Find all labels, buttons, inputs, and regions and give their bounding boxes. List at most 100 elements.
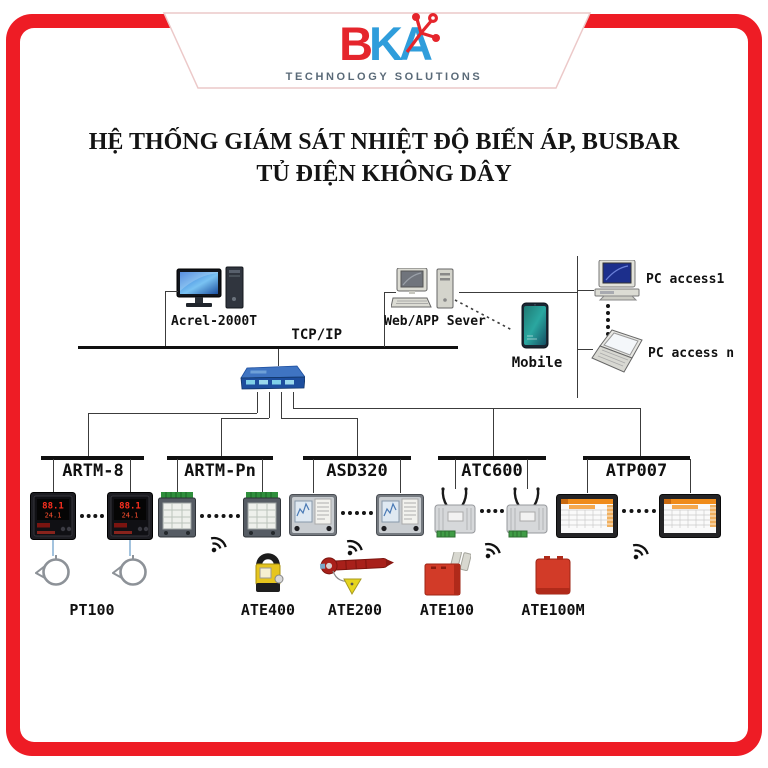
sensor-label-ate400: ATE400: [240, 601, 296, 619]
wifi-icon: [632, 543, 649, 560]
sensor-label-ate100m: ATE100M: [521, 601, 585, 619]
sensor-wire: [52, 540, 54, 556]
frame-inner-panel: [20, 28, 748, 742]
device-drop-line: [262, 459, 263, 493]
connector-line: [221, 418, 269, 419]
artmpn-meter-icon: [158, 492, 196, 538]
pt100-probe-icon: [112, 555, 147, 586]
wireless-link-dotted-line: [454, 299, 513, 331]
protocol-label: TCP/IP: [291, 327, 342, 343]
pt100-probe-icon: [35, 555, 70, 586]
artmpn-meter-icon: [243, 492, 281, 538]
connector-line: [221, 418, 222, 456]
connector-line: [281, 418, 357, 419]
ellipsis-dots: [80, 514, 104, 518]
svg-text:88.1: 88.1: [42, 502, 64, 512]
connector-line: [577, 349, 593, 350]
pc-access-n-label: PC access n: [648, 346, 735, 361]
connector-line: [269, 392, 270, 418]
connector-line: [278, 349, 279, 366]
branch-label-atp007: ATP007: [605, 461, 668, 481]
connector-line: [577, 290, 594, 291]
connector-line: [293, 392, 294, 408]
circuit-icon: [405, 13, 440, 53]
connector-line: [493, 408, 494, 456]
asd320-panel-icon: [376, 494, 424, 536]
connector-line: [293, 408, 640, 409]
ate100m-sensor-icon: [535, 556, 571, 595]
pc-access-n-laptop-icon: [591, 329, 643, 373]
connector-line: [384, 292, 396, 293]
sensor-label-ate200: ATE200: [327, 601, 383, 619]
ate400-sensor-icon: [255, 553, 284, 592]
ellipsis-dots: [480, 509, 504, 513]
svg-text:88.1: 88.1: [119, 502, 141, 512]
connector-line: [459, 292, 577, 293]
wifi-icon: [210, 536, 227, 553]
logo-notch-shape: [162, 12, 592, 89]
ellipsis-dots-vertical: [606, 304, 610, 336]
branch-bus-bar: [303, 456, 411, 460]
connector-line: [384, 292, 385, 347]
ellipsis-dots: [200, 514, 240, 518]
mobile-phone-icon: [521, 302, 549, 349]
device-drop-line: [177, 459, 178, 493]
web-server-icon: [391, 268, 454, 309]
ate100-sensor-icon: [424, 552, 471, 596]
sensor-wire: [129, 540, 131, 556]
pc-access1-label: PC access1: [646, 272, 725, 287]
connector-line: [88, 413, 89, 456]
branch-bus-bar: [583, 456, 690, 460]
wifi-icon: [484, 542, 501, 559]
artm8-meter-icon: 88.1 24.1: [107, 492, 153, 540]
connector-line: [357, 418, 358, 456]
connector-line: [88, 413, 257, 414]
connector-line: [640, 408, 641, 456]
branch-bus-bar: [438, 456, 546, 460]
brand-tagline: TECHNOLOGY SOLUTIONS: [285, 71, 483, 83]
branch-bus-bar: [41, 456, 144, 460]
connector-line: [165, 291, 178, 292]
sensor-label-ate100: ATE100: [419, 601, 475, 619]
device-drop-line: [455, 459, 456, 489]
branch-label-asd320: ASD320: [326, 461, 388, 481]
ellipsis-dots: [341, 511, 373, 515]
logo-letter-k: K: [369, 17, 403, 70]
sensor-label-pt100: PT100: [69, 601, 115, 619]
atc600-transceiver-icon: [506, 487, 548, 538]
device-drop-line: [527, 459, 528, 489]
pc-access1-icon: [594, 260, 640, 301]
device-drop-line: [400, 459, 401, 493]
ate200-sensor-icon: [319, 557, 394, 596]
page-title: HỆ THỐNG GIÁM SÁT NHIỆT ĐỘ BIẾN ÁP, BUSB…: [40, 126, 728, 190]
device-drop-line: [53, 459, 54, 493]
branch-bus-bar: [167, 456, 273, 460]
scada-label: Acrel-2000T: [170, 314, 258, 329]
svg-text:24.1: 24.1: [122, 512, 139, 520]
connector-line: [577, 256, 578, 398]
brand-logo-text: BKA: [339, 13, 440, 70]
page-title-line1: HỆ THỐNG GIÁM SÁT NHIỆT ĐỘ BIẾN ÁP, BUSB…: [88, 129, 680, 155]
brand-logo: BKA TECHNOLOGY SOLUTIONS: [284, 13, 484, 83]
device-drop-line: [587, 459, 588, 493]
page-title-line2: TỦ ĐIỆN KHÔNG DÂY: [256, 161, 512, 187]
connector-line: [281, 392, 282, 418]
ethernet-switch-icon: [240, 365, 305, 390]
artm8-meter-icon: 88.1 24.1: [30, 492, 76, 540]
logo-letter-b: B: [339, 17, 373, 70]
branch-label-artmpn: ARTM-Pn: [184, 461, 256, 481]
device-drop-line: [130, 459, 131, 493]
atp007-hmi-icon: [556, 494, 618, 538]
branch-label-atc600: ATC600: [461, 461, 523, 481]
web-server-label: Web/APP Sever: [384, 314, 486, 329]
wifi-icon: [346, 539, 363, 556]
connector-line: [257, 392, 258, 413]
tcpip-bus-line: [78, 346, 458, 349]
connector-line: [165, 291, 166, 347]
mobile-label: Mobile: [511, 355, 563, 371]
device-drop-line: [690, 459, 691, 493]
desktop-computer-icon: [176, 266, 244, 309]
atc600-transceiver-icon: [434, 487, 476, 538]
svg-text:24.1: 24.1: [45, 512, 62, 520]
